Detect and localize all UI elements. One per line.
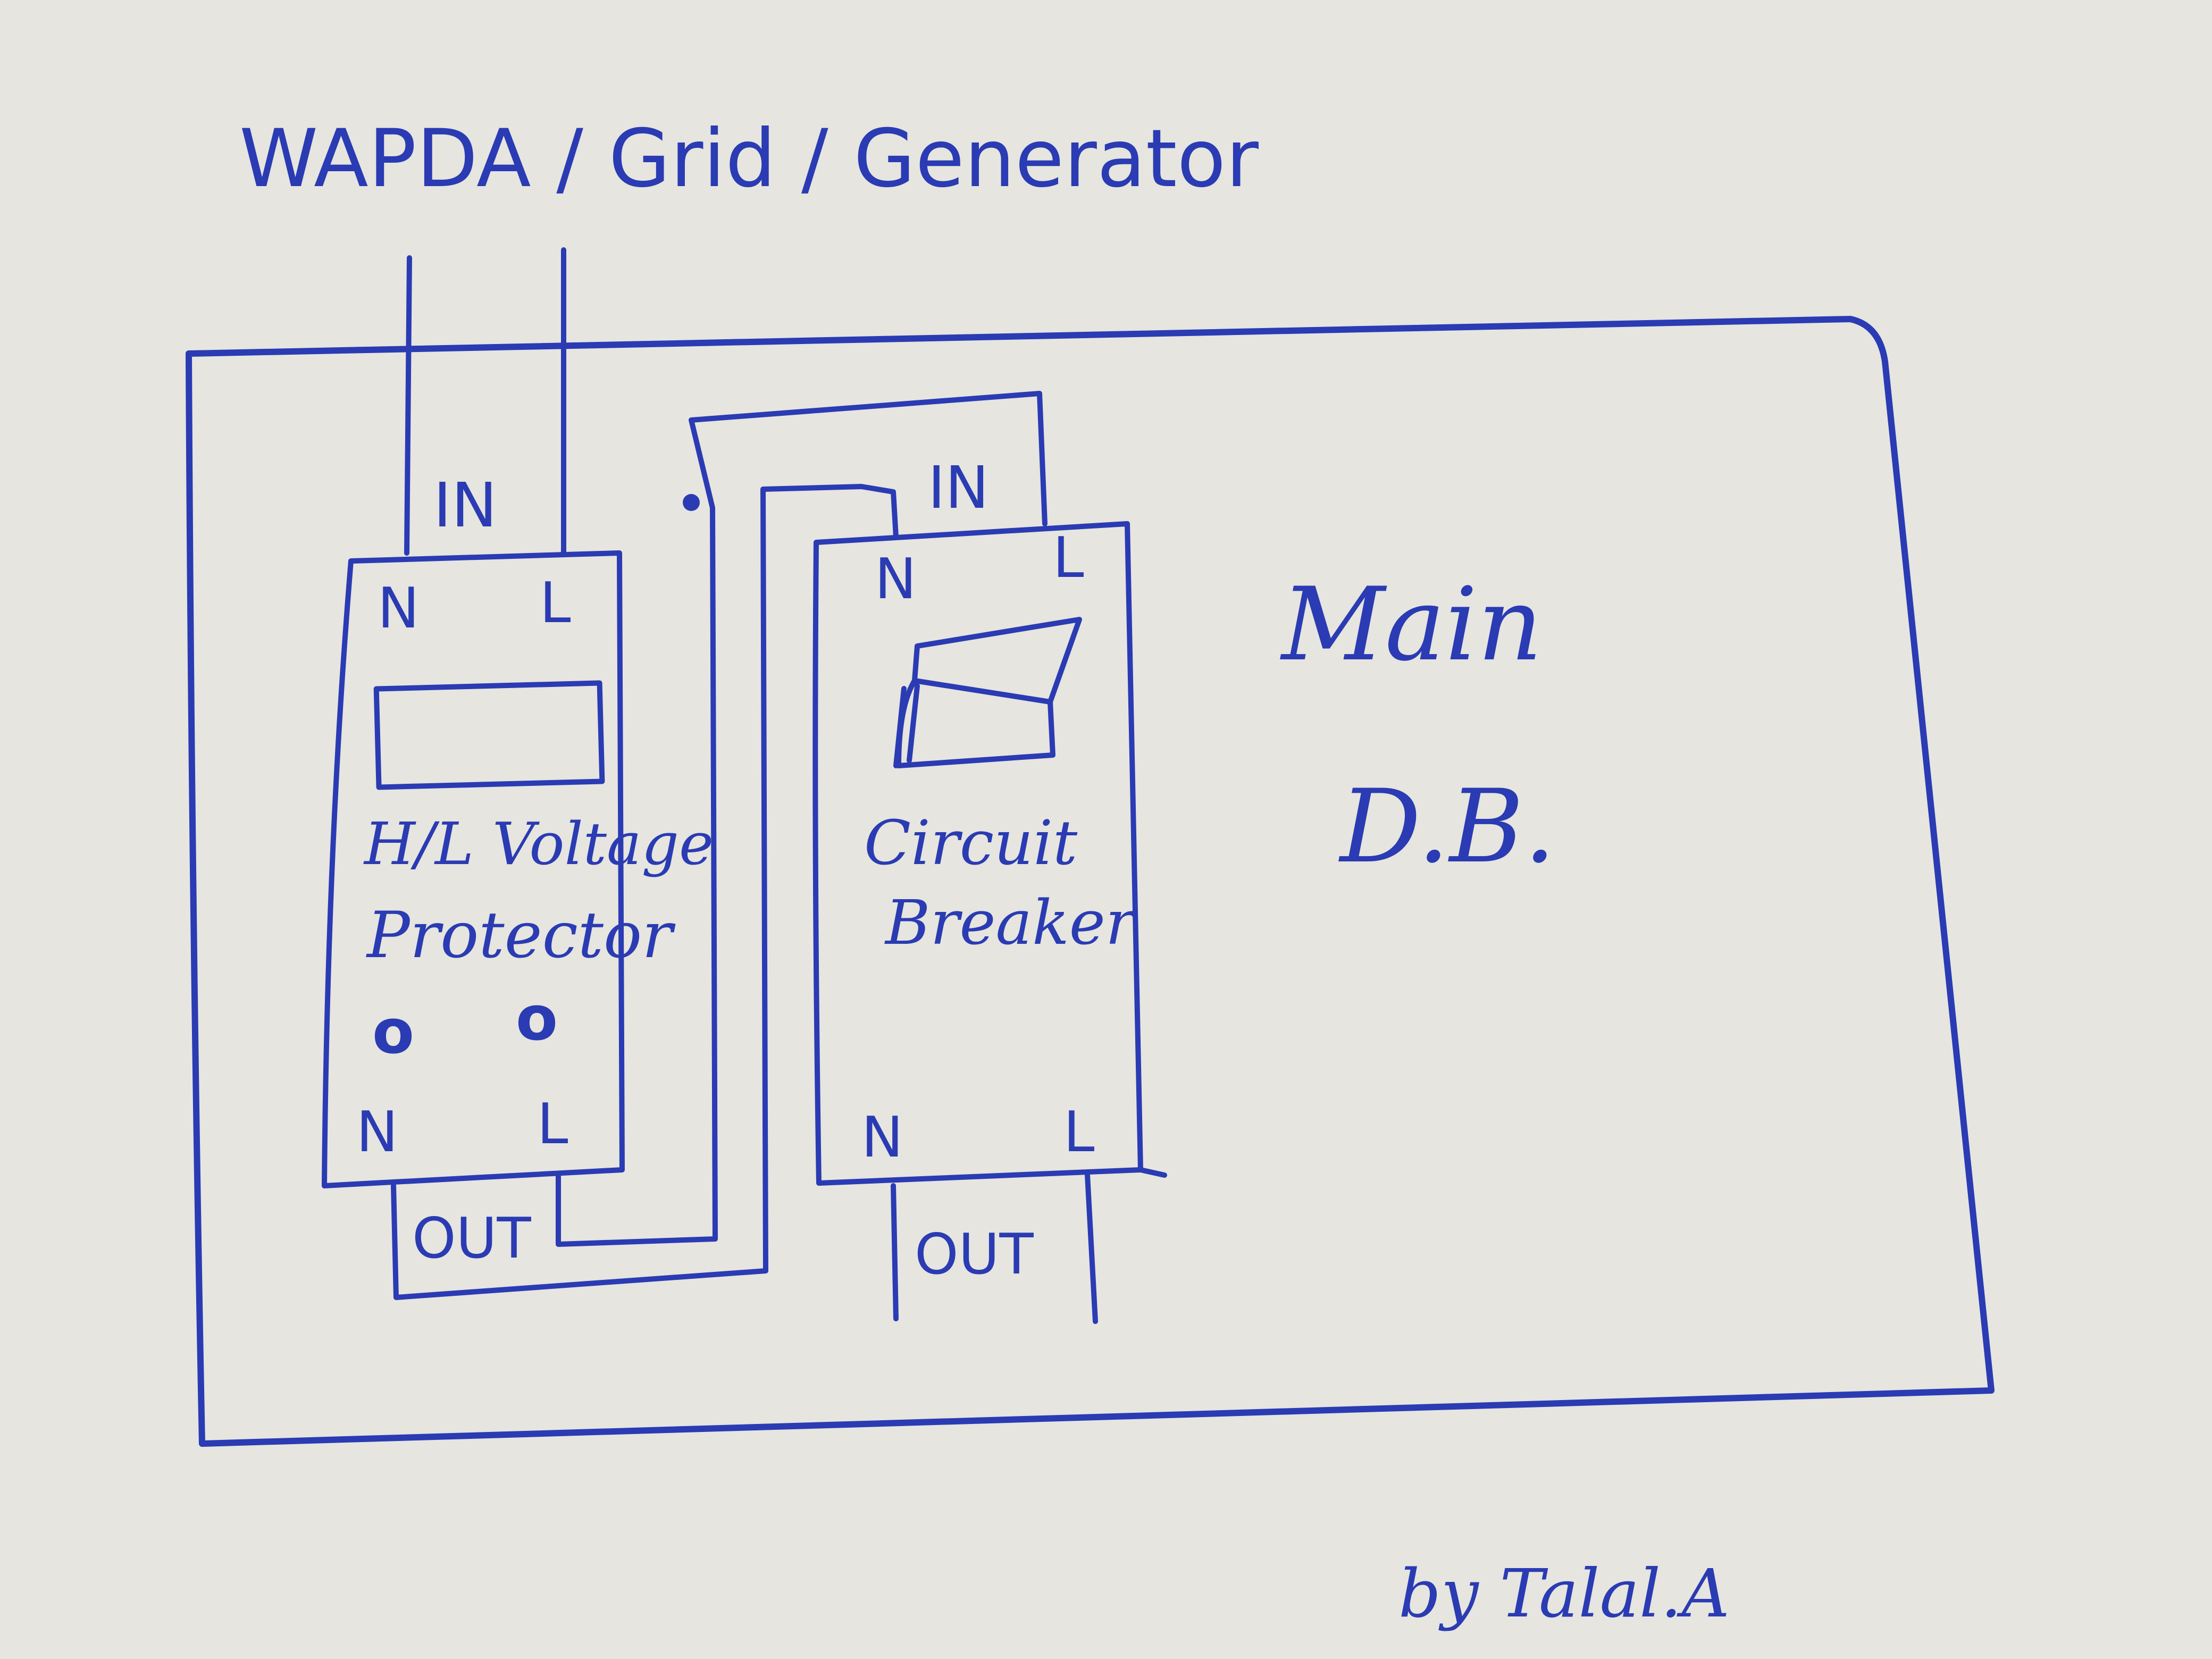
protector-neutral-out-wire bbox=[391, 484, 899, 1300]
protector-name-line1: H/L Voltage bbox=[363, 810, 714, 878]
source-label: WAPDA / Grid / Generator bbox=[239, 113, 1259, 205]
protector-indicator-right: o bbox=[516, 983, 558, 1054]
breaker-out-label: OUT bbox=[915, 1222, 1034, 1287]
protector-name-line2: Protector bbox=[366, 899, 676, 973]
breaker-terminal-n-bottom: N bbox=[861, 1105, 903, 1170]
protector-terminal-n-top: N bbox=[378, 576, 420, 641]
main-db-label-line2: D.B. bbox=[1338, 768, 1556, 885]
protector-indicator-left: o bbox=[372, 996, 414, 1068]
wire-junction bbox=[683, 494, 700, 511]
breaker-terminal-n-top: N bbox=[875, 547, 917, 611]
protector-out-label: OUT bbox=[412, 1206, 531, 1271]
breaker-terminal-l-bottom: L bbox=[1063, 1100, 1095, 1164]
protector-in-label: IN bbox=[433, 470, 497, 541]
breaker-corner-mark bbox=[1138, 1167, 1167, 1178]
protector-display bbox=[373, 680, 605, 790]
breaker-terminal-l-top: L bbox=[1053, 525, 1084, 590]
circuit-breaker-body bbox=[812, 521, 1143, 1186]
supply-neutral-wire bbox=[404, 255, 412, 556]
protector-terminal-l-top: L bbox=[540, 571, 571, 635]
protector-terminal-n-bottom: N bbox=[356, 1100, 398, 1164]
breaker-in-label: IN bbox=[928, 454, 989, 522]
breaker-name-line2: Breaker bbox=[884, 887, 1138, 959]
author-signature: by Talal.A bbox=[1398, 1555, 1730, 1632]
protector-live-out-wire bbox=[556, 391, 1048, 1247]
voltage-protector-body bbox=[322, 550, 625, 1188]
breaker-name-line1: Circuit bbox=[864, 808, 1078, 879]
breaker-live-out-wire bbox=[1085, 1172, 1098, 1324]
breaker-neutral-out-wire bbox=[891, 1183, 899, 1321]
main-db-outline bbox=[186, 316, 1995, 1447]
main-db-label-line1: Main bbox=[1280, 566, 1543, 683]
breaker-switch-lever bbox=[893, 617, 1082, 768]
protector-terminal-l-bottom: L bbox=[537, 1092, 568, 1157]
